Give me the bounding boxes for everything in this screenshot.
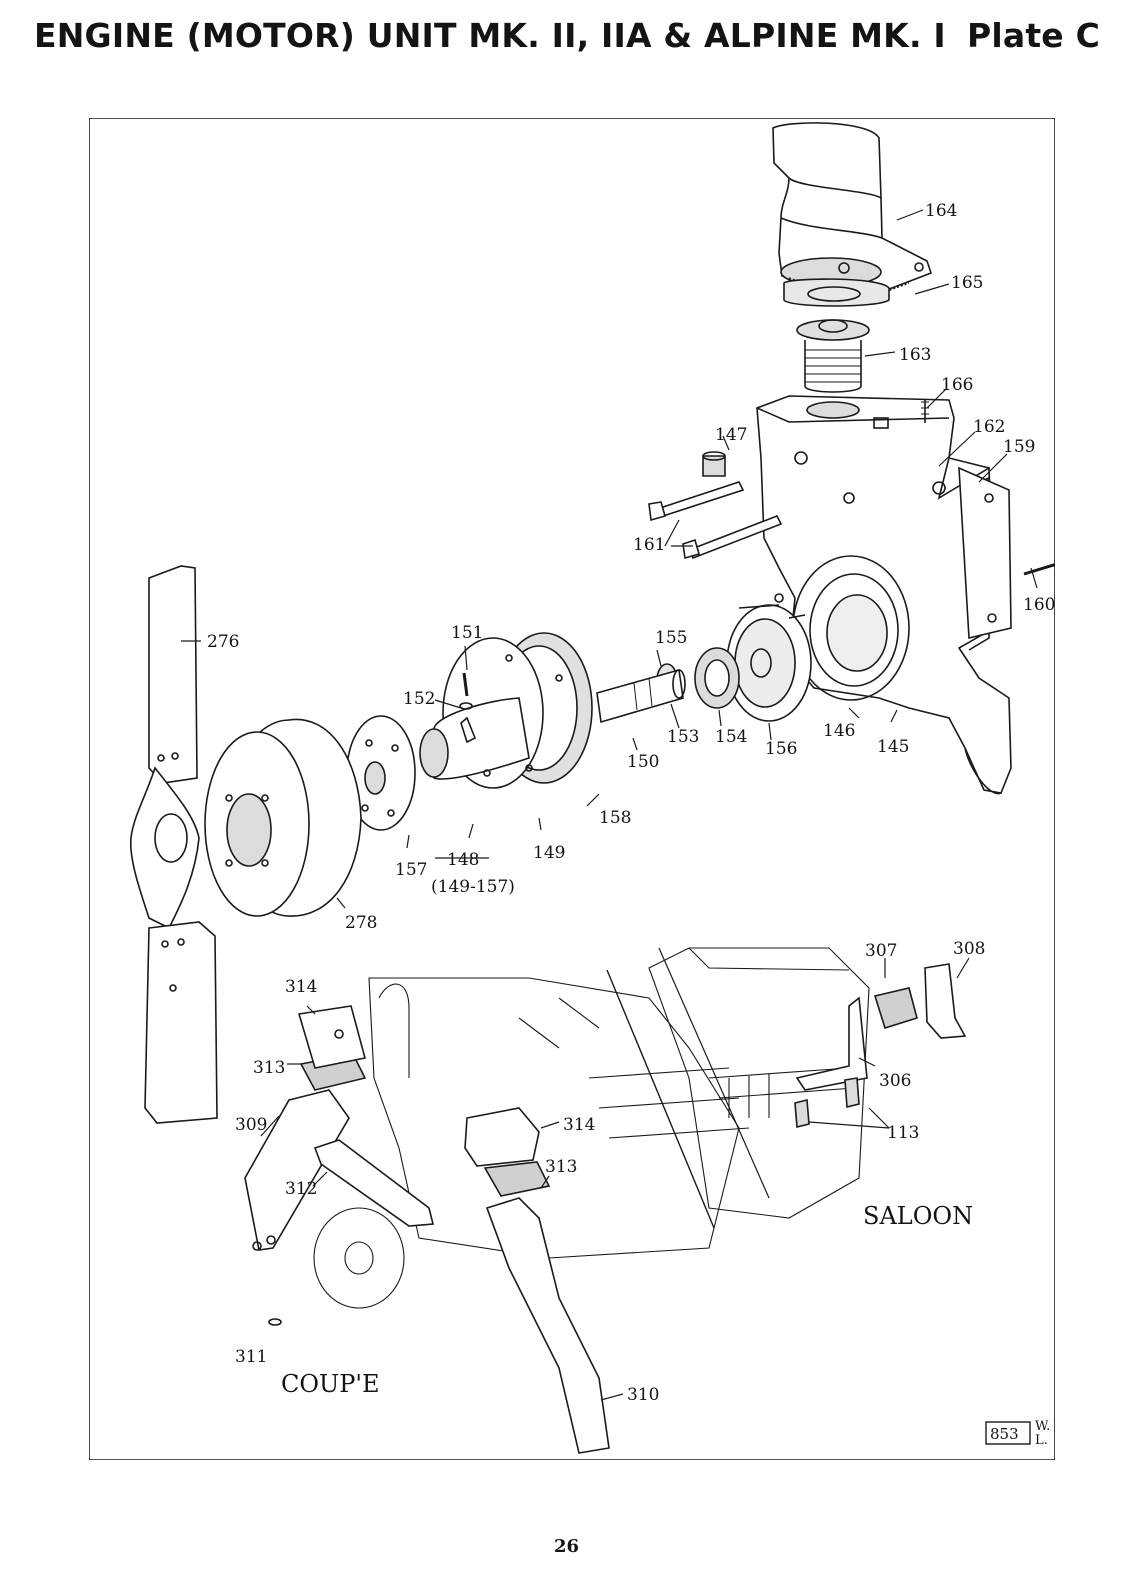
- label-146: 146: [823, 721, 855, 741]
- caption-coupe: COUP'E: [281, 1370, 380, 1398]
- label-159: 159: [1003, 437, 1035, 457]
- label-148: 148: [447, 850, 479, 870]
- label-113: 113: [887, 1123, 919, 1143]
- label-166: 166: [941, 375, 973, 395]
- hub-149: [419, 632, 593, 789]
- callout-labels: 164 165 163 166 162 159 147 161 160 276 …: [207, 201, 1055, 1405]
- label-152: 152: [403, 689, 435, 709]
- ref-initials-bottom: L.: [1035, 1433, 1048, 1448]
- label-154: 154: [715, 727, 747, 747]
- label-162: 162: [973, 417, 1005, 437]
- label-313-block: 313: [545, 1157, 577, 1177]
- label-153: 153: [667, 727, 699, 747]
- label-145: 145: [877, 737, 909, 757]
- label-276: 276: [207, 632, 239, 652]
- screw-151: [462, 672, 469, 697]
- spindle-150: [596, 668, 686, 724]
- pulley-278: [204, 718, 362, 917]
- label-165: 165: [951, 273, 983, 293]
- label-151: 151: [451, 623, 483, 643]
- spacers-113: [794, 1077, 860, 1129]
- bracket-310: [485, 1197, 610, 1454]
- impeller-156: [726, 604, 812, 722]
- leader-lines: [181, 209, 1038, 1401]
- pin-311: [268, 1318, 282, 1326]
- page-title: ENGINE (MOTOR) UNIT MK. II, IIA & ALPINE…: [34, 16, 946, 55]
- outlet-gasket: [783, 278, 890, 307]
- label-164: 164: [925, 201, 957, 221]
- seal-154: [694, 647, 740, 709]
- label-310: 310: [627, 1385, 659, 1405]
- label-308: 308: [953, 939, 985, 959]
- page-number: 26: [553, 1536, 580, 1557]
- label-278: 278: [345, 913, 377, 933]
- bolts-161: [648, 481, 783, 560]
- label-314-block: 314: [563, 1115, 595, 1135]
- rubber-313b: [483, 1161, 551, 1197]
- label-148-range: (149-157): [431, 877, 515, 897]
- plate-label: Plate C: [966, 16, 1100, 55]
- bar-312: [313, 1139, 435, 1227]
- saloon-divider: [658, 947, 770, 1199]
- thermostat: [796, 319, 870, 393]
- label-147: 147: [715, 425, 747, 445]
- label-314-coupe: 314: [285, 977, 317, 997]
- fan-276: [129, 565, 218, 1124]
- water-outlet-elbow: [772, 122, 933, 295]
- label-313-coupe: 313: [253, 1058, 285, 1078]
- label-312: 312: [285, 1179, 317, 1199]
- exploded-diagram: 164 165 163 166 162 159 147 161 160 276 …: [89, 118, 1055, 1460]
- label-306: 306: [879, 1071, 911, 1091]
- ref-number: 853: [990, 1425, 1019, 1443]
- washer-152: [459, 702, 473, 710]
- stud-160: [1023, 563, 1055, 576]
- mounting-bracket-309: [244, 1089, 350, 1251]
- label-157: 157: [395, 860, 427, 880]
- label-150: 150: [627, 752, 659, 772]
- drawing-reference: 853 W. L.: [985, 1419, 1050, 1448]
- rubber-307: [873, 987, 918, 1030]
- page-header: ENGINE (MOTOR) UNIT MK. II, IIA & ALPINE…: [34, 16, 1114, 60]
- label-307: 307: [865, 941, 897, 961]
- label-311: 311: [235, 1347, 267, 1367]
- divider-line: [606, 969, 715, 1229]
- label-309: 309: [235, 1115, 267, 1135]
- label-158: 158: [599, 808, 631, 828]
- label-160: 160: [1023, 595, 1055, 615]
- bracket-308: [924, 963, 967, 1039]
- label-155: 155: [655, 628, 687, 648]
- label-163: 163: [899, 345, 931, 365]
- bracket-314a: [297, 1005, 366, 1069]
- caption-saloon: SALOON: [863, 1202, 973, 1230]
- coupe-engine-block: [313, 977, 750, 1309]
- ref-initials-top: W.: [1035, 1419, 1050, 1434]
- bracket-306: [795, 996, 868, 1091]
- pump-gasket: [958, 466, 1012, 639]
- label-149: 149: [533, 843, 565, 863]
- label-161: 161: [633, 535, 665, 555]
- bracket-314b: [464, 1107, 540, 1167]
- saloon-engine-block: [648, 947, 870, 1219]
- label-156: 156: [765, 739, 797, 759]
- plug-147: [702, 451, 726, 477]
